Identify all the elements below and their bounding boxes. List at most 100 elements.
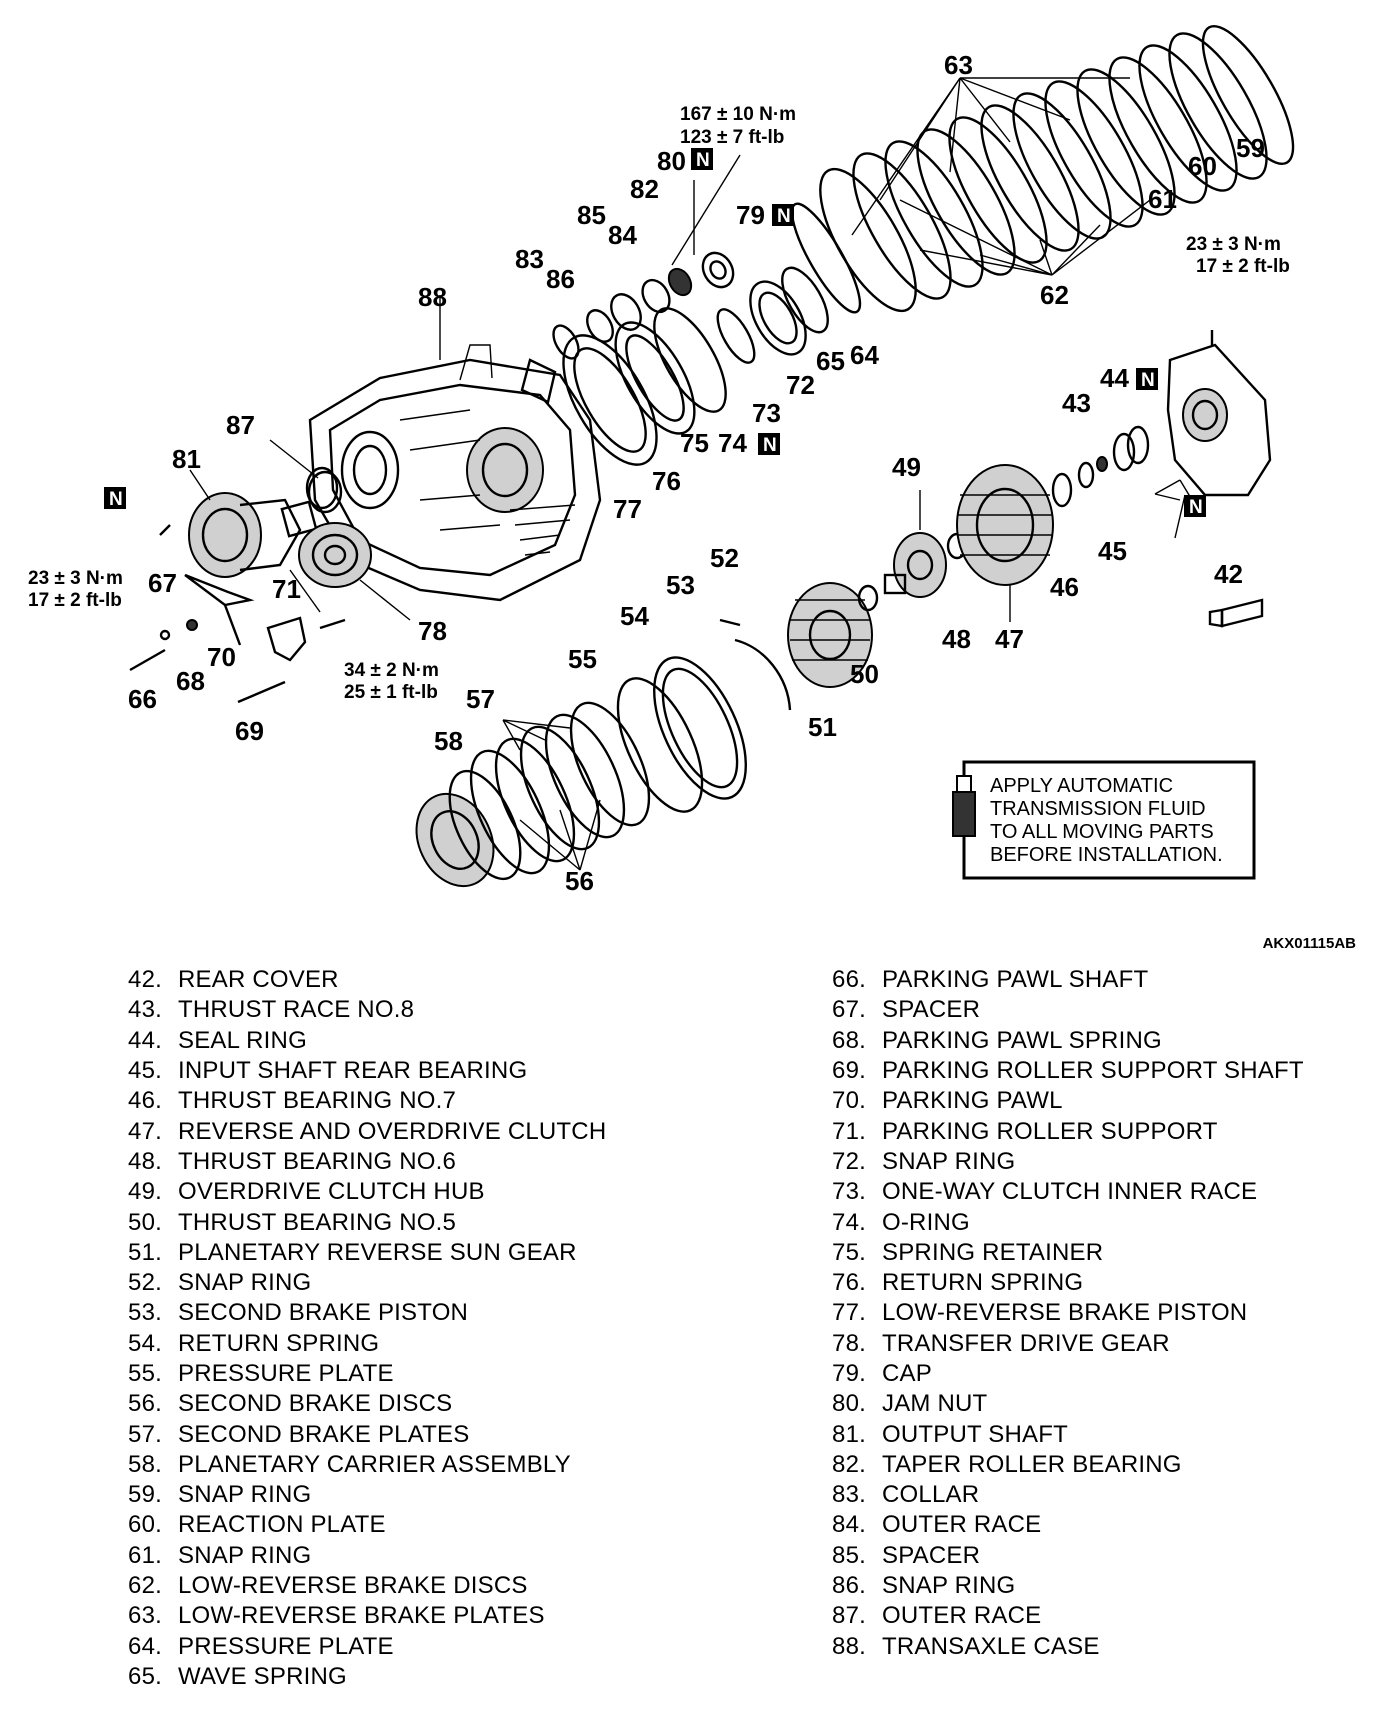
part-number: 49. (128, 1178, 162, 1206)
part-name: SPACER (882, 1541, 981, 1569)
callout-70: 70 (207, 642, 236, 672)
part-name: PRESSURE PLATE (178, 1360, 394, 1387)
parts-list-item: 64.PRESSURE PLATE (100, 1632, 606, 1662)
parts-list-item: 48.THRUST BEARING NO.6 (100, 1147, 606, 1177)
parts-list-item: 59. SNAP RING (100, 1480, 606, 1510)
callout-56: 56 (565, 866, 594, 896)
part-name: PARKING PAWL (882, 1087, 1063, 1115)
part-name: SNAP RING (882, 1572, 1016, 1600)
part-number: 46. (128, 1087, 162, 1115)
part-number: 83. (832, 1481, 866, 1509)
parts-list-item: 82.TAPER ROLLER BEARING (804, 1450, 1304, 1480)
torque-42-ftlb: 17 ± 2 ft-lb (1196, 256, 1290, 277)
part-name: THRUST BEARING NO.6 (178, 1147, 457, 1175)
parts-list-item: 57.SECOND BRAKE PLATES (100, 1419, 606, 1449)
parts-list-item: 84.OUTER RACE (804, 1510, 1304, 1540)
part-number: 73. (832, 1178, 866, 1206)
rear-cover (1166, 330, 1272, 628)
part-name: REACTION PLATE (178, 1511, 386, 1539)
part-name: THRUST BEARING NO.5 (178, 1208, 457, 1236)
parts-list-item: 78.TRANSFER DRIVE GEAR (804, 1329, 1304, 1359)
parts-list-item: 76. RETURN SPRING (804, 1268, 1304, 1298)
thrust-bearing-46 (1051, 472, 1073, 508)
outer-race-87 (307, 470, 343, 514)
callout-45: 45 (1098, 536, 1127, 566)
part-number: 78. (832, 1329, 866, 1357)
part-name: RETURN SPRING (882, 1269, 1084, 1297)
part-name: LOW-REVERSE BRAKE DISCS (178, 1572, 528, 1600)
part-number: 76. (832, 1269, 866, 1297)
callout-80: 80 (657, 146, 686, 176)
parts-list-item: 51.PLANETARY REVERSE SUN GEAR (100, 1238, 606, 1268)
torque-80-ftlb: 123 ± 7 ft-lb (680, 127, 784, 148)
part-number: 43. (128, 996, 162, 1024)
fluid-note: APPLY AUTOMATIC TRANSMISSION FLUID TO AL… (952, 760, 1256, 880)
parts-list-item: 61.SNAP RING (100, 1541, 606, 1571)
callout-60: 60 (1188, 151, 1217, 181)
n-marker-44: N (1141, 370, 1155, 391)
parts-list-item: 68.PARKING PAWL SPRING (804, 1026, 1304, 1056)
parts-list-item: 69.PARKING ROLLER SUPPORT SHAFT (804, 1056, 1304, 1086)
part-number: 52. (128, 1269, 162, 1297)
part-number: 47. (128, 1117, 162, 1145)
torque-81-nm: 23 ± 3 N·m (28, 568, 123, 589)
callout-84: 84 (608, 220, 637, 250)
part-number: 82. (832, 1450, 866, 1478)
part-name: INPUT SHAFT REAR BEARING (178, 1057, 528, 1085)
seal-rings-44 (1112, 425, 1150, 472)
callout-75: 75 (680, 428, 709, 458)
part-name: SNAP RING (178, 1269, 312, 1297)
part-number: 54. (128, 1329, 162, 1357)
parts-list-item: 80.JAM NUT (804, 1389, 1304, 1419)
input-shaft-rear-bearing (1096, 456, 1108, 472)
n-marker-42: N (1189, 497, 1203, 518)
part-number: 74. (832, 1208, 866, 1236)
part-number: 70. (832, 1087, 866, 1115)
callout-85: 85 (577, 200, 606, 230)
parts-list-item: 71.PARKING ROLLER SUPPORT (804, 1116, 1304, 1146)
callout-58: 58 (434, 726, 463, 756)
parts-list-item: 58.PLANETARY CARRIER ASSEMBLY (100, 1450, 606, 1480)
low-reverse-brake-stack (790, 25, 1295, 314)
callout-59: 59 (1236, 133, 1265, 163)
part-number: 57. (128, 1420, 162, 1448)
callout-57: 57 (466, 684, 495, 714)
parts-list-item: 67.SPACER (804, 995, 1304, 1025)
part-name: SNAP RING (882, 1147, 1016, 1175)
part-name: PARKING PAWL SPRING (882, 1026, 1162, 1054)
fluid-note-line-4: BEFORE INSTALLATION. (990, 844, 1223, 866)
part-number: 62. (128, 1572, 162, 1600)
part-name: OUTPUT SHAFT (882, 1420, 1068, 1448)
parts-list-item: 45. INPUT SHAFT REAR BEARING (100, 1056, 606, 1086)
n-marker-74: N (763, 435, 777, 456)
callout-42: 42 (1214, 559, 1243, 589)
part-name: SECOND BRAKE PISTON (178, 1299, 469, 1327)
callout-53: 53 (666, 570, 695, 600)
callout-88: 88 (418, 282, 447, 312)
part-name: PLANETARY REVERSE SUN GEAR (178, 1238, 577, 1266)
part-name: SECOND BRAKE DISCS (178, 1390, 453, 1418)
parts-list-item: 52. SNAP RING (100, 1268, 606, 1298)
part-number: 84. (832, 1511, 866, 1539)
part-number: 60. (128, 1511, 162, 1539)
part-name: PARKING PAWL SHAFT (882, 966, 1149, 994)
part-name: SNAP RING (178, 1481, 312, 1509)
part-number: 44. (128, 1026, 162, 1054)
part-name: RETURN SPRING (178, 1329, 380, 1357)
part-number: 65. (128, 1662, 162, 1690)
callout-46: 46 (1050, 572, 1079, 602)
callout-82: 82 (630, 174, 659, 204)
n-marker-80: N (696, 150, 710, 171)
part-number: 45. (128, 1057, 162, 1085)
callout-62: 62 (1040, 280, 1069, 310)
part-number: 79. (832, 1360, 866, 1387)
part-number: 80. (832, 1390, 866, 1418)
parts-list-item: 62. LOW-REVERSE BRAKE DISCS (100, 1571, 606, 1601)
part-name: SEAL RING (178, 1026, 307, 1054)
part-name: SPACER (882, 996, 981, 1024)
part-number: 59. (128, 1481, 162, 1509)
parts-list-item: 75.SPRING RETAINER (804, 1238, 1304, 1268)
fluid-note-line-2: TRANSMISSION FLUID (990, 798, 1206, 820)
part-number: 87. (832, 1602, 866, 1630)
